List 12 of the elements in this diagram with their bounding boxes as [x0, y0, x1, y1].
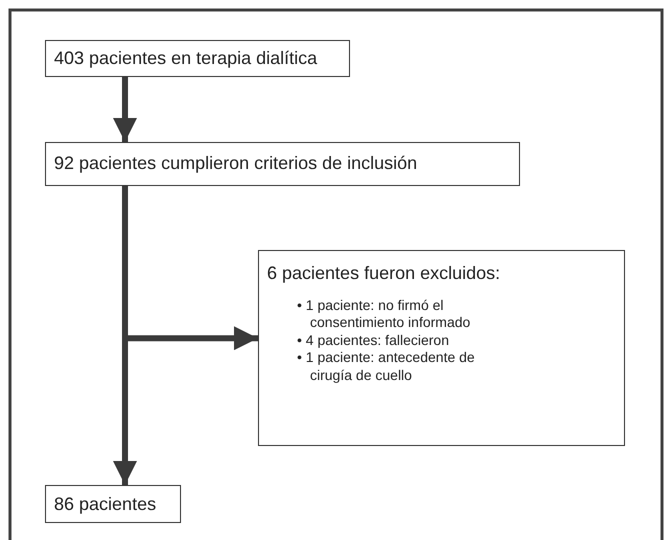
arrow: [113, 77, 137, 142]
box-title: 403 pacientes en terapia dialítica: [54, 48, 318, 70]
list-item: • 1 paciente: no firmó el consentimiento informado: [297, 296, 472, 332]
box-title: 6 pacientes fueron excluidos:: [267, 263, 502, 285]
box-title: 86 pacientes: [54, 494, 158, 516]
process-box: [45, 40, 350, 77]
list-item: • 4 pacientes: fallecieron: [297, 332, 450, 350]
exclusion-box: [258, 250, 625, 446]
process-box: [45, 485, 181, 523]
box-title: 92 pacientes cumplieron criterios de inclusión: [54, 153, 418, 175]
process-box: [45, 142, 520, 186]
list-item: • 1 paciente: antecedente de cirugía de cuello: [297, 349, 476, 384]
